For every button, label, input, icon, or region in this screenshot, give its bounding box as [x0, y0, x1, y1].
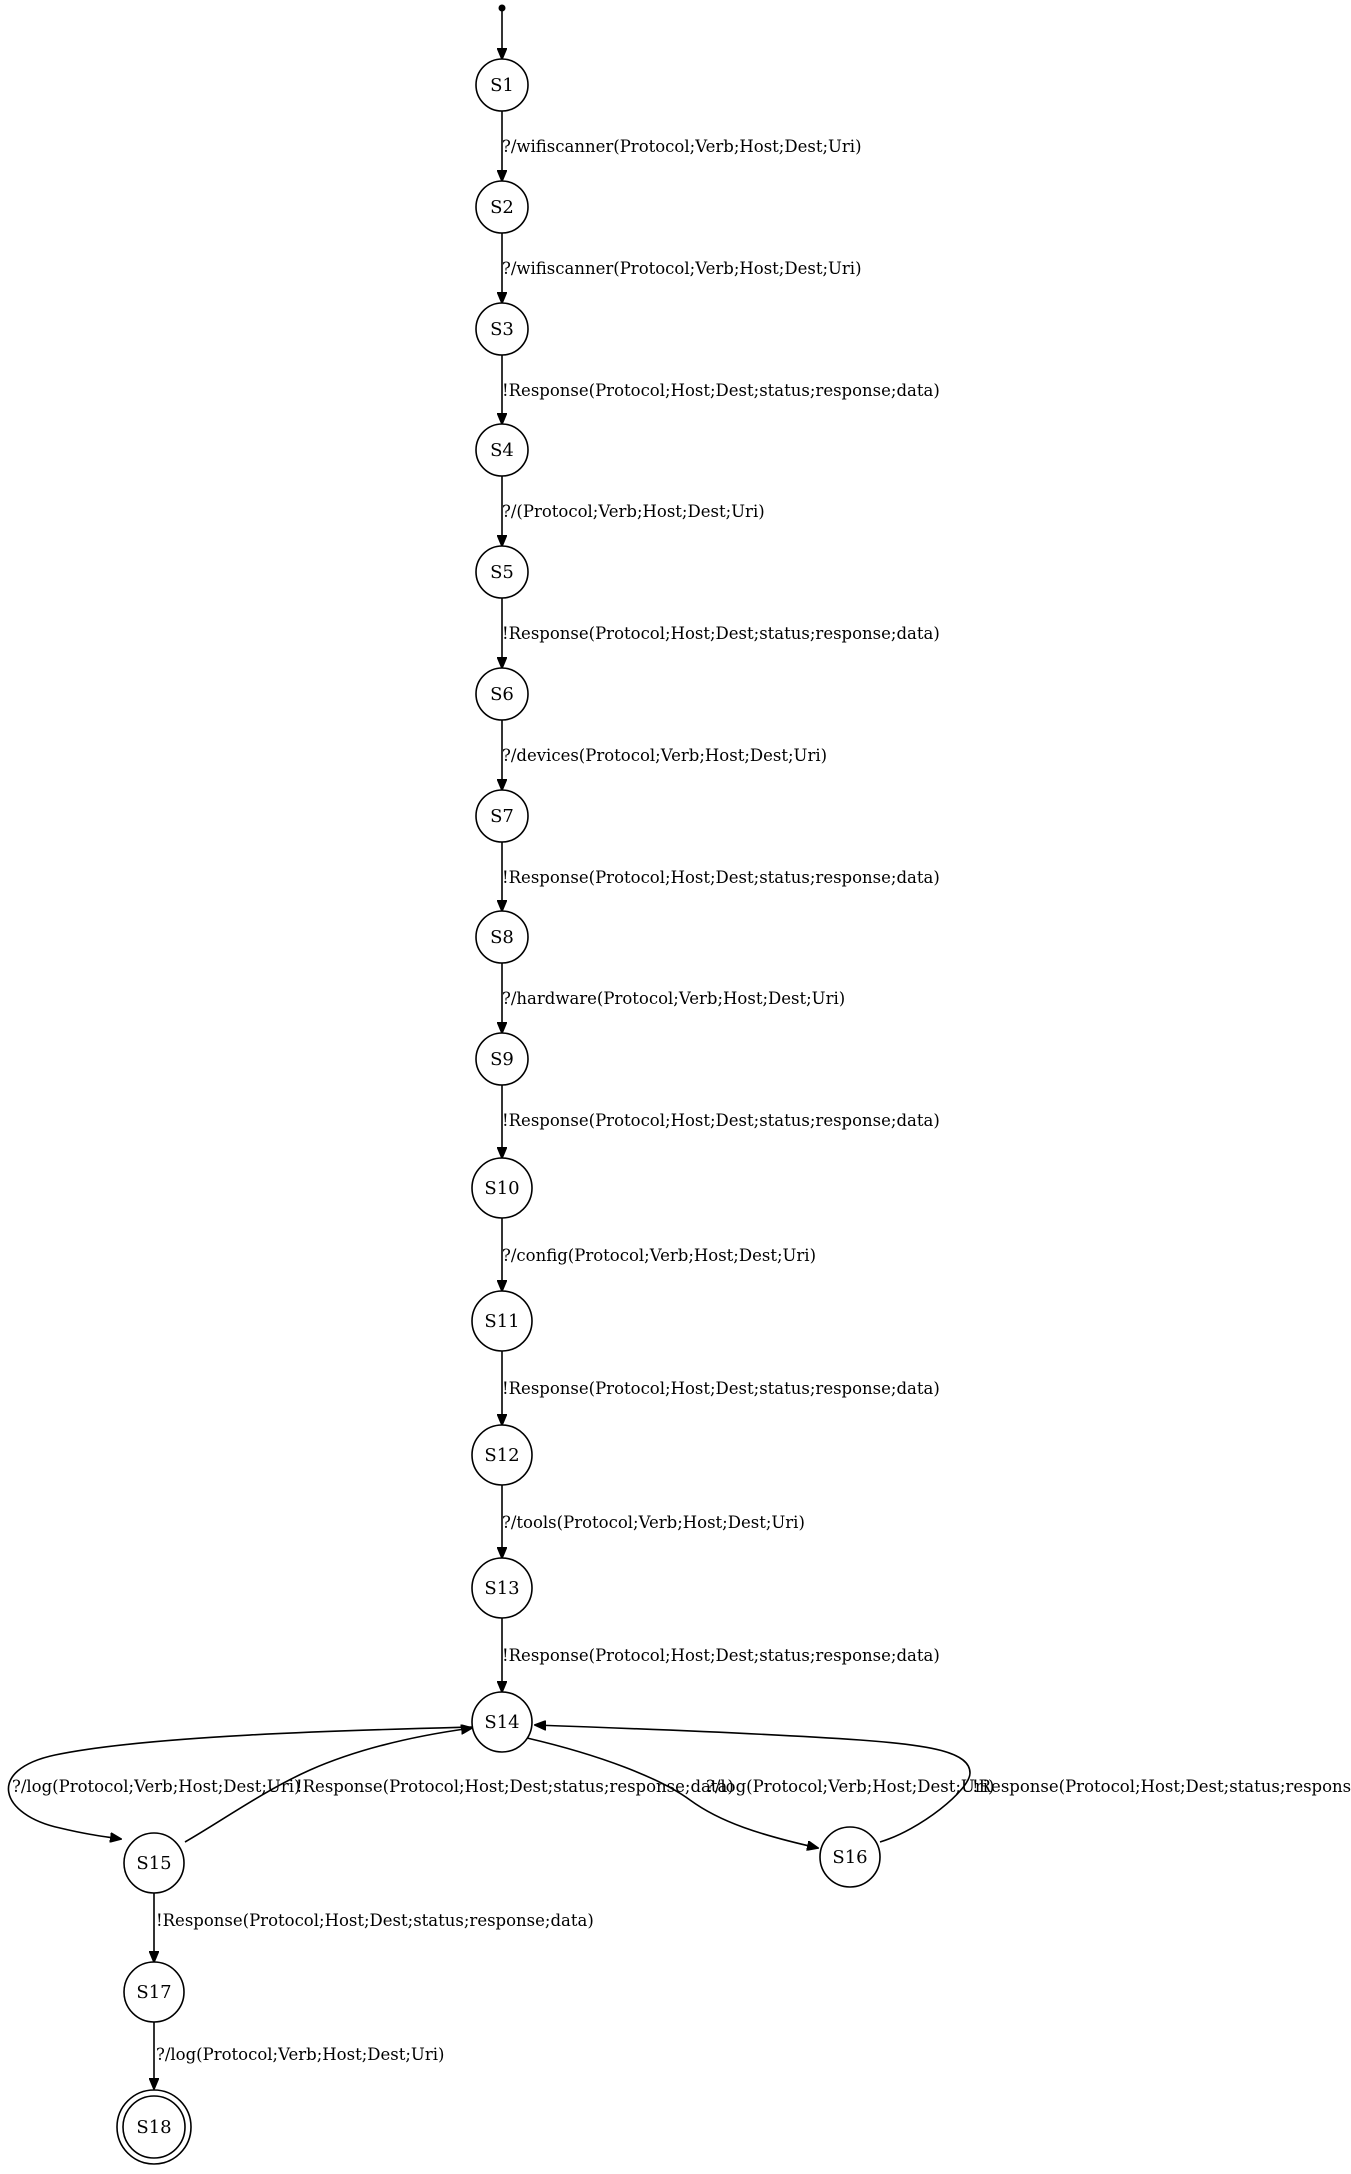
- state-label: S11: [484, 1311, 519, 1332]
- state-label: S5: [490, 562, 514, 583]
- edge-label: ?/config(Protocol;Verb;Host;Dest;Uri): [502, 1246, 816, 1265]
- edge-label: ?/tools(Protocol;Verb;Host;Dest;Uri): [502, 1513, 805, 1532]
- initial-point: [498, 4, 506, 12]
- edge-label: ?/wifiscanner(Protocol;Verb;Host;Dest;Ur…: [502, 259, 862, 278]
- state-node-s2: S2: [475, 180, 529, 234]
- state-label: S12: [484, 1445, 519, 1466]
- edge-s2-s3: ?/wifiscanner(Protocol;Verb;Host;Dest;Ur…: [502, 233, 862, 303]
- state-label: S18: [136, 2117, 171, 2138]
- edge-s3-s4: !Response(Protocol;Host;Dest;status;resp…: [502, 355, 940, 424]
- state-node-s18-final: S18: [116, 2089, 192, 2165]
- edge-s8-s9: ?/hardware(Protocol;Verb;Host;Dest;Uri): [502, 963, 845, 1033]
- edge-s13-s14: !Response(Protocol;Host;Dest;status;resp…: [502, 1618, 940, 1692]
- edge-s14-s15: ?/log(Protocol;Verb;Host;Dest;Uri): [7, 1726, 473, 1839]
- state-node-s8: S8: [475, 910, 529, 964]
- edge-label: ?/(Protocol;Verb;Host;Dest;Uri): [502, 502, 765, 521]
- state-label: S9: [490, 1049, 514, 1070]
- edge-label: !Response(Protocol;Host;Dest;status;resp…: [972, 1777, 1351, 1796]
- state-label: S6: [490, 684, 514, 705]
- edge-label: ?/log(Protocol;Verb;Host;Dest;Uri): [156, 2045, 444, 2064]
- state-node-s1: S1: [475, 58, 529, 112]
- state-label: S1: [490, 75, 514, 96]
- edge-s1-s2: ?/wifiscanner(Protocol;Verb;Host;Dest;Ur…: [502, 111, 862, 181]
- edge-label: ?/hardware(Protocol;Verb;Host;Dest;Uri): [502, 989, 845, 1008]
- edge-label: !Response(Protocol;Host;Dest;status;resp…: [296, 1777, 734, 1796]
- edge-s15-s14: !Response(Protocol;Host;Dest;status;resp…: [184, 1728, 734, 1843]
- edge-s14-s16: ?/log(Protocol;Verb;Host;Dest;Uri): [526, 1737, 994, 1848]
- edge-label: !Response(Protocol;Host;Dest;status;resp…: [502, 1111, 940, 1130]
- edge-s4-s5: ?/(Protocol;Verb;Host;Dest;Uri): [502, 476, 765, 546]
- edge-label: !Response(Protocol;Host;Dest;status;resp…: [156, 1911, 594, 1930]
- state-label: S3: [490, 319, 514, 340]
- state-label: S2: [490, 197, 514, 218]
- state-node-s14: S14: [471, 1691, 533, 1753]
- edge-s6-s7: ?/devices(Protocol;Verb;Host;Dest;Uri): [502, 720, 827, 790]
- state-node-s11: S11: [471, 1290, 533, 1352]
- edge-label: ?/devices(Protocol;Verb;Host;Dest;Uri): [502, 746, 827, 765]
- state-node-s3: S3: [475, 302, 529, 356]
- edge-s17-s18: ?/log(Protocol;Verb;Host;Dest;Uri): [154, 2022, 444, 2089]
- state-label: S7: [490, 806, 514, 827]
- edge-label: ?/log(Protocol;Verb;Host;Dest;Uri): [12, 1777, 300, 1796]
- state-node-s16: S16: [819, 1826, 881, 1888]
- edge-s5-s6: !Response(Protocol;Host;Dest;status;resp…: [502, 598, 940, 668]
- state-node-s7: S7: [475, 789, 529, 843]
- state-node-s12: S12: [471, 1424, 533, 1486]
- edge-s9-s10: !Response(Protocol;Host;Dest;status;resp…: [502, 1085, 940, 1158]
- state-node-s9: S9: [475, 1032, 529, 1086]
- state-node-s4: S4: [475, 423, 529, 477]
- edge-s10-s11: ?/config(Protocol;Verb;Host;Dest;Uri): [502, 1218, 816, 1291]
- state-node-s5: S5: [475, 545, 529, 599]
- state-node-s6: S6: [475, 667, 529, 721]
- state-label: S10: [484, 1178, 519, 1199]
- state-label: S16: [832, 1847, 867, 1868]
- state-node-s15: S15: [123, 1832, 185, 1894]
- state-node-s13: S13: [471, 1557, 533, 1619]
- edge-s15-s17: !Response(Protocol;Host;Dest;status;resp…: [154, 1893, 594, 1962]
- edge-label: ?/wifiscanner(Protocol;Verb;Host;Dest;Ur…: [502, 137, 862, 156]
- edge-label: !Response(Protocol;Host;Dest;status;resp…: [502, 1379, 940, 1398]
- edge-s12-s13: ?/tools(Protocol;Verb;Host;Dest;Uri): [502, 1485, 805, 1558]
- state-node-s10: S10: [471, 1157, 533, 1219]
- edge-label: !Response(Protocol;Host;Dest;status;resp…: [502, 381, 940, 400]
- state-label: S17: [136, 1982, 171, 2003]
- edge-s7-s8: !Response(Protocol;Host;Dest;status;resp…: [502, 842, 940, 911]
- edge-label: !Response(Protocol;Host;Dest;status;resp…: [502, 1646, 940, 1665]
- edge-s16-s14: !Response(Protocol;Host;Dest;status;resp…: [535, 1725, 1351, 1843]
- state-label: S14: [484, 1712, 519, 1733]
- edge-s11-s12: !Response(Protocol;Host;Dest;status;resp…: [502, 1351, 940, 1425]
- edge-label: !Response(Protocol;Host;Dest;status;resp…: [502, 624, 940, 643]
- state-label: S8: [490, 927, 514, 948]
- edge-label: ?/log(Protocol;Verb;Host;Dest;Uri): [706, 1777, 994, 1796]
- state-label: S13: [484, 1578, 519, 1599]
- state-label: S4: [490, 440, 514, 461]
- edge-label: !Response(Protocol;Host;Dest;status;resp…: [502, 868, 940, 887]
- state-label: S15: [136, 1853, 171, 1874]
- state-node-s17: S17: [123, 1961, 185, 2023]
